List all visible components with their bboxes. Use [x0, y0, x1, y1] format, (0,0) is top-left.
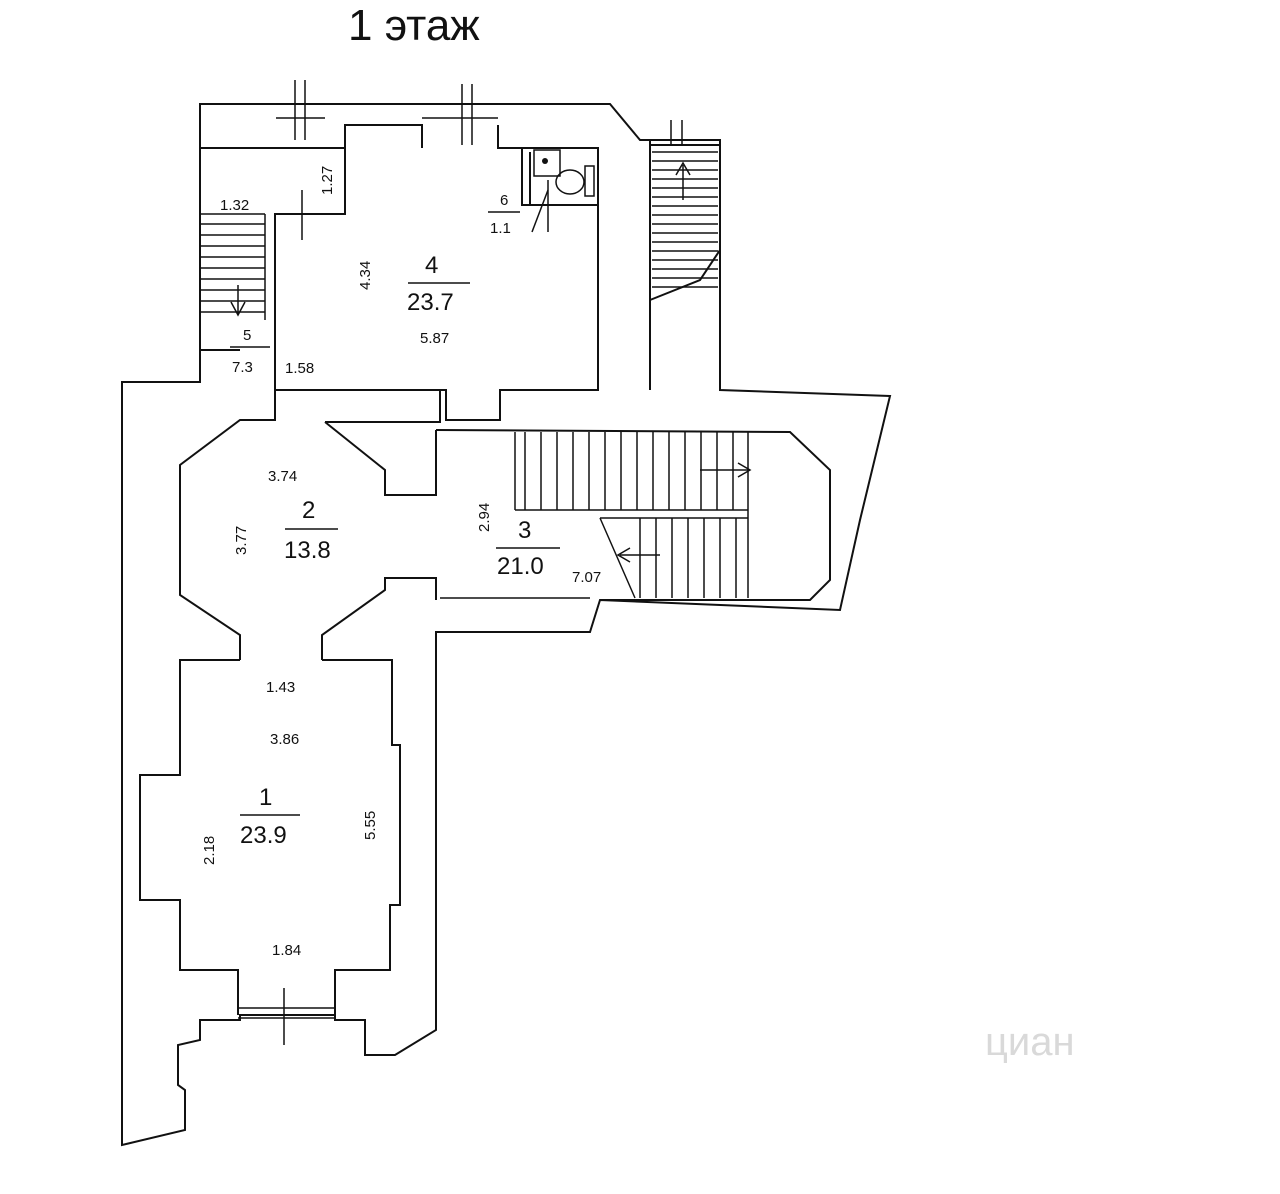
- room-5-number: 5: [243, 327, 251, 344]
- room-5-area: 7.3: [232, 359, 253, 376]
- dim-r1-left: 2.18: [201, 836, 218, 865]
- room-6-area: 1.1: [490, 220, 511, 237]
- room-5-walls: [200, 147, 346, 382]
- dim-r2-width: 3.74: [268, 468, 297, 485]
- room-3-area: 21.0: [497, 553, 544, 580]
- room-4-walls: [275, 124, 599, 421]
- dim-r1-height: 5.55: [362, 811, 379, 840]
- dim-r2-height: 3.77: [233, 526, 250, 555]
- right-shaft-stairs: [652, 151, 718, 288]
- room-6-number: 6: [500, 192, 508, 209]
- room-4-area: 23.7: [407, 289, 454, 316]
- room-2-walls: [179, 382, 441, 660]
- room-4-number: 4: [425, 252, 438, 279]
- window-bottom: [238, 988, 335, 1045]
- exterior-wall: [121, 103, 892, 1147]
- dim-r2-opening: 1.58: [285, 360, 314, 377]
- room-6-walls: [521, 148, 598, 206]
- right-stair-shaft: [649, 140, 721, 390]
- dim-r3-height: 2.94: [476, 503, 493, 532]
- room-1-number: 1: [259, 784, 272, 811]
- dim-r4-height: 4.34: [357, 261, 374, 290]
- room-1-area: 23.9: [240, 822, 287, 849]
- window-top-left: [276, 80, 325, 140]
- watermark: циан: [985, 1020, 1075, 1064]
- room-2-area: 13.8: [284, 537, 331, 564]
- room-1-walls: [139, 659, 401, 1015]
- dim-r1-width: 3.86: [270, 731, 299, 748]
- floor-title: 1 этаж: [348, 1, 480, 50]
- dim-r1-opening: 1.43: [266, 679, 295, 696]
- room-5-stairs: [200, 213, 266, 320]
- dim-r4-width: 5.87: [420, 330, 449, 347]
- dim-r1-bottom: 1.84: [272, 942, 301, 959]
- toilet-icon: [533, 149, 595, 197]
- room-3-stairs: [514, 432, 749, 599]
- dim-r5-width: 1.32: [220, 197, 249, 214]
- room-3-number: 3: [518, 517, 531, 544]
- window-top-center: [422, 84, 498, 145]
- dim-r4-left-notch: 1.27: [319, 166, 336, 195]
- stair-tread: [599, 517, 636, 599]
- room-2-number: 2: [302, 497, 315, 524]
- dim-r3-length: 7.07: [572, 569, 601, 586]
- room-3-walls: [435, 429, 831, 601]
